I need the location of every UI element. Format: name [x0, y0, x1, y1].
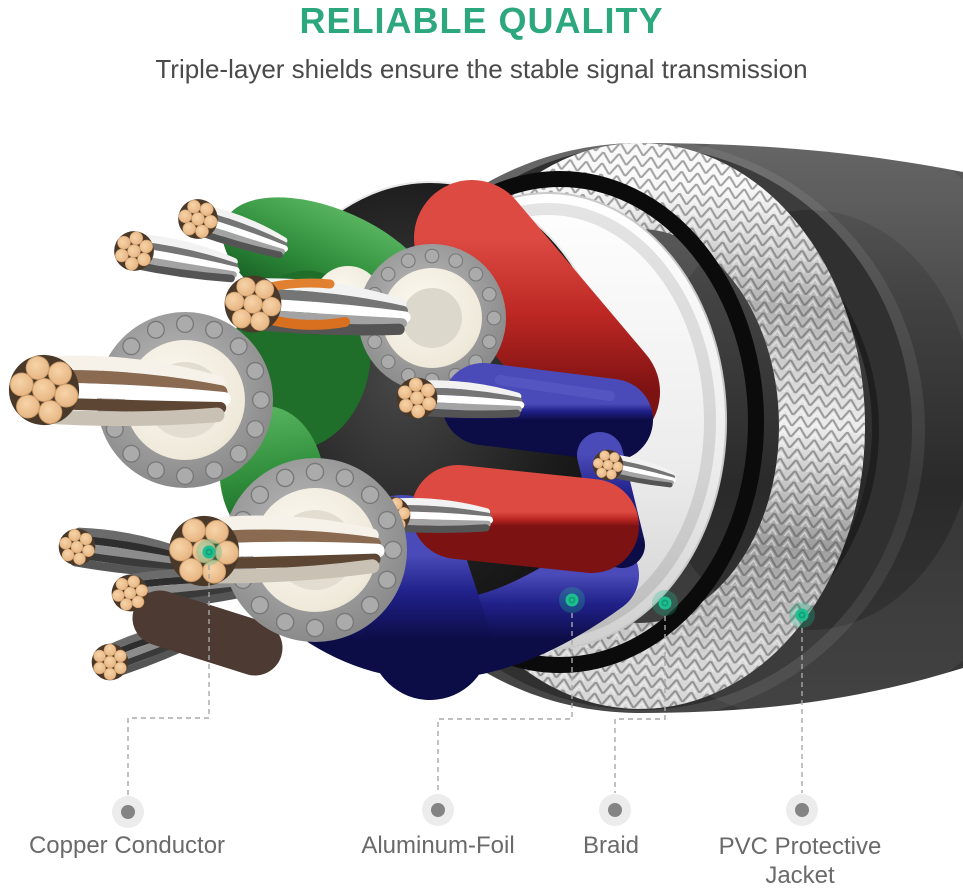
red-wire-bottom	[371, 465, 639, 573]
coax-wire-left	[1, 312, 273, 488]
label-copper-conductor: Copper Conductor	[28, 832, 226, 859]
marker-copper	[195, 538, 223, 566]
label-pvc-jacket: PVC Protective Jacket	[718, 833, 882, 890]
navy-wire-top	[389, 363, 653, 461]
endpoint-braid	[599, 794, 631, 826]
marker-pvc	[788, 601, 816, 629]
page-title: RELIABLE QUALITY	[299, 0, 664, 41]
endpoint-pvc	[786, 794, 818, 826]
marker-braid	[651, 589, 679, 617]
leader-braid	[614, 616, 666, 793]
leader-aluminum-foil	[437, 613, 573, 793]
endpoint-copper	[112, 796, 144, 828]
label-aluminum-foil: Aluminum-Foil	[361, 832, 515, 859]
leader-lines	[112, 565, 818, 828]
endpoint-aluminum-foil	[422, 794, 454, 826]
label-braid: Braid	[582, 832, 640, 859]
leader-copper	[127, 565, 210, 795]
coax-wire-top	[245, 244, 506, 392]
red-wire-top	[414, 180, 660, 450]
marker-aluminum-foil	[558, 586, 586, 614]
coax-wire-bottom-left	[53, 458, 407, 688]
page-subtitle: Triple-layer shields ensure the stable s…	[155, 54, 808, 84]
